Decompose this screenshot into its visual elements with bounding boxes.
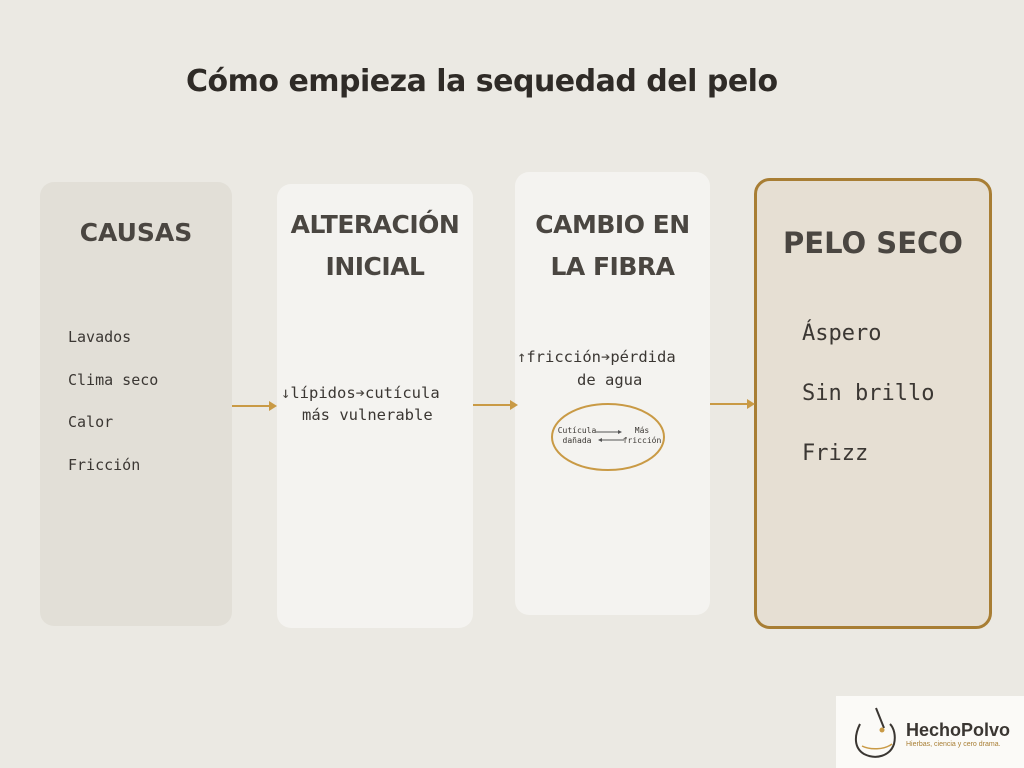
flow-arrow-icon: [473, 400, 518, 410]
brand-tagline: Hierbas, ciencia y cero drama.: [906, 741, 1001, 748]
friction-text: fricción: [526, 348, 601, 366]
causes-list: Lavados Clima seco Calor Fricción: [68, 328, 158, 498]
fiber-change-column: CAMBIO EN LA FIBRA ↑fricción➔pérdida de …: [515, 172, 710, 615]
alteration-line-2: más vulnerable: [302, 406, 433, 424]
right-arrow-icon: ➔: [601, 348, 611, 366]
right-arrow-icon: ➔: [355, 384, 366, 402]
symptom-item: Áspero: [802, 321, 882, 346]
cycle-ellipse-icon: [551, 403, 665, 471]
initial-alteration-heading: ALTERACIÓN INICIAL: [290, 210, 460, 281]
causes-heading: CAUSAS: [79, 218, 193, 247]
brand-name: HechoPolvo: [906, 720, 1011, 740]
cycle-right-label: Más fricción: [622, 426, 662, 445]
initial-alteration-column: ALTERACIÓN INICIAL ↓lípidos➔cutícula más…: [277, 184, 473, 628]
water-loss-text: pérdida: [610, 348, 676, 366]
cuticle-text: cutícula: [365, 384, 440, 402]
cycle-left-label: Cutícula dañada: [557, 426, 597, 445]
fiber-line-1: ↑fricción➔pérdida: [517, 348, 676, 366]
causes-column: CAUSAS Lavados Clima seco Calor Fricción: [40, 182, 232, 626]
cause-item: Lavados: [68, 328, 132, 346]
fiber-change-heading: CAMBIO EN LA FIBRA: [535, 210, 690, 281]
symptoms-list: Áspero Sin brillo Frizz: [802, 321, 934, 501]
cause-item: Fricción: [68, 455, 141, 474]
dry-hair-column: PELO SECO Áspero Sin brillo Frizz: [754, 178, 992, 629]
up-arrow-icon: ↑: [517, 348, 527, 366]
dry-hair-heading: PELO SECO: [783, 226, 963, 260]
page-title: Cómo empieza la sequedad del pelo: [186, 64, 778, 99]
feedback-cycle: Cutícula dañada Más fricción: [550, 402, 666, 472]
alteration-line-1: ↓lípidos➔cutícula: [281, 384, 440, 402]
fiber-line-2: de agua: [577, 371, 643, 389]
cause-item: Clima seco: [68, 370, 159, 389]
cause-item: Calor: [68, 413, 114, 431]
symptom-item: Frizz: [802, 441, 869, 466]
flow-arrow-icon: [232, 401, 277, 411]
mortar-logo-icon: [854, 707, 896, 758]
lipids-text: lípidos: [290, 384, 356, 402]
flow-arrow-icon: [710, 399, 755, 409]
symptom-item: Sin brillo: [802, 381, 935, 406]
brand-logo: HechoPolvo Hierbas, ciencia y cero drama…: [836, 696, 1024, 768]
down-arrow-icon: ↓: [281, 384, 291, 402]
